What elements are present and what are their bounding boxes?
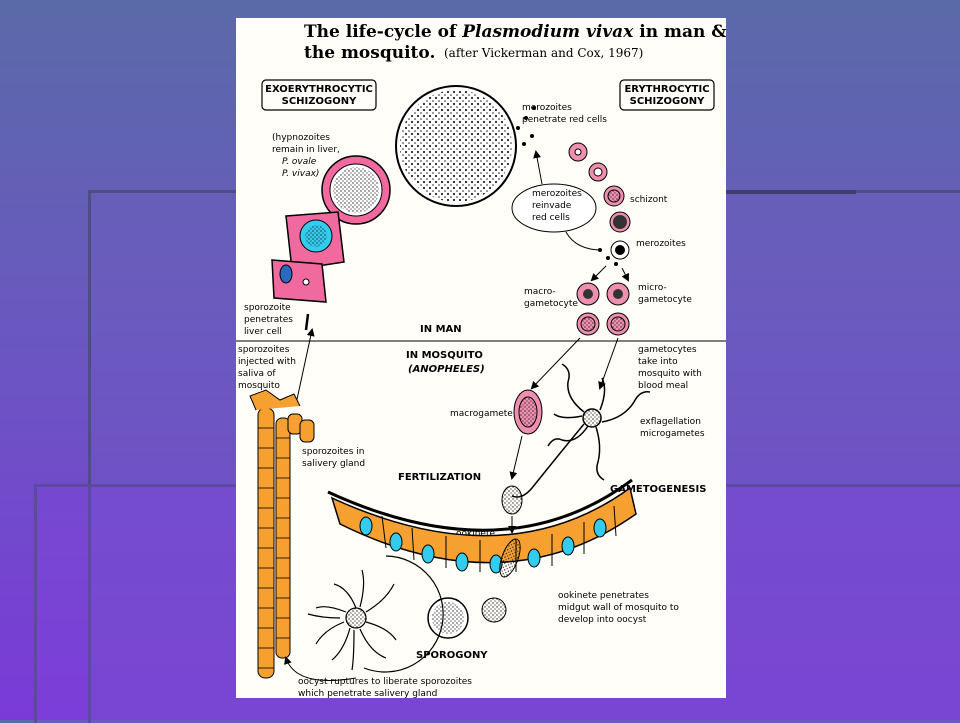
reinvade-bubble — [511, 183, 597, 233]
diagram-title: The life-cycle of Plasmodium vivax in ma… — [304, 22, 726, 42]
salivary-gland — [249, 389, 315, 679]
arrow-to-fertilization — [509, 435, 523, 480]
red-cell-series — [568, 142, 631, 266]
label-sporozoites-gland-2: salivery gland — [302, 459, 365, 469]
section-gametogenesis: GAMETOGENESIS — [610, 484, 706, 495]
label-gametocytes-taken-2: take into — [638, 357, 678, 367]
label-sporozoites-injected-4: mosquito — [238, 381, 280, 391]
section-fertilization: FERTILIZATION — [398, 472, 481, 483]
oocyst — [427, 597, 507, 639]
label-sporozoite-penetrates-1: sporozoite — [244, 303, 291, 313]
erythrocytic-box — [619, 79, 715, 111]
label-reinvade-1: merozoites — [532, 189, 582, 199]
ookinete-penetrating — [499, 538, 521, 578]
erythrocytic-title-2: SCHIZOGONY — [630, 96, 705, 107]
section-sporogony: SPOROGONY — [416, 650, 488, 661]
reinvade-connector — [565, 231, 603, 251]
label-merozoites: merozoites — [636, 239, 686, 249]
label-exflagellation-2: microgametes — [640, 429, 705, 439]
label-ookinete-penetrates-2: midgut wall of mosquito to — [558, 603, 679, 613]
diagram-attribution: (after Vickerman and Cox, 1967) — [444, 46, 643, 60]
macrogamete — [513, 389, 543, 435]
label-gametocytes-taken-1: gametocytes — [638, 345, 697, 355]
label-oocyst-ruptures-2: which penetrate salivery gland — [298, 689, 437, 698]
label-micro-1: micro- — [638, 283, 667, 293]
label-gametocytes-taken-4: blood meal — [638, 381, 688, 391]
arrow-to-macro — [590, 265, 607, 282]
label-hypnozoites-1: (hypnozoites — [272, 133, 330, 143]
midgut-wall — [327, 478, 637, 574]
label-gametocytes-taken-3: mosquito with — [638, 369, 702, 379]
label-hypnozoites-4: P. vivax) — [282, 169, 319, 179]
section-in-man: IN MAN — [420, 324, 462, 335]
liver-cell-sporozoite — [271, 259, 327, 303]
arrow-to-micro — [621, 267, 629, 282]
exoerythrocytic-title-1: EXOERYTHROCYTIC — [265, 84, 373, 95]
lifecycle-diagram: The life-cycle of Plasmodium vivax in ma… — [236, 18, 727, 699]
sporozoite-mark — [304, 313, 310, 331]
arrow-reinvade — [533, 150, 543, 185]
label-hypnozoites-2: remain in liver, — [272, 145, 340, 155]
label-sporozoites-injected-2: injected with — [238, 357, 296, 367]
erythrocytic-title-1: ERYTHROCYTIC — [624, 84, 709, 95]
exoerythrocytic-title-2: SCHIZOGONY — [282, 96, 357, 107]
label-macrogamete: macrogamete — [450, 409, 513, 419]
label-sporozoite-penetrates-3: liver cell — [244, 327, 282, 337]
ruptured-oocyst — [307, 555, 444, 673]
gametocytes — [576, 282, 630, 336]
label-reinvade-2: reinvade — [532, 201, 572, 211]
label-sporozoites-injected-1: sporozoites — [238, 345, 290, 355]
label-oocyst-ruptures-1: oocyst ruptures to liberate sporozoites — [298, 677, 472, 687]
label-hypnozoites-3: P. ovale — [282, 157, 317, 167]
label-sporozoites-gland-1: sporozoites in — [302, 447, 364, 457]
label-macro-1: macro- — [524, 287, 556, 297]
bg-divider-line — [726, 190, 856, 194]
label-reinvade-3: red cells — [532, 213, 570, 223]
label-ookinete-penetrates-3: develop into oocyst — [558, 615, 647, 625]
lifecycle-svg: The life-cycle of Plasmodium vivax in ma… — [236, 22, 727, 699]
exoerythrocytic-box — [261, 79, 377, 111]
arrow-injected — [295, 328, 315, 405]
label-micro-2: gametocyte — [638, 295, 692, 305]
label-schizont: schizont — [630, 195, 668, 205]
liver-cell-trophozoite — [285, 211, 345, 271]
label-exflagellation-1: exflagellation — [640, 417, 701, 427]
section-anopheles: (ANOPHELES) — [408, 364, 485, 375]
arrow-to-gland — [284, 656, 357, 681]
zygote — [501, 485, 523, 515]
label-ookinete: ookinete — [456, 529, 495, 539]
label-merozoites-penetrate-2: penetrate red cells — [522, 115, 607, 125]
salivary-gland-segments — [258, 427, 290, 669]
label-merozoites-penetrate-1: merozoites — [522, 103, 572, 113]
ruptured-schizont — [395, 85, 536, 207]
arrow-to-macrogamete — [530, 337, 581, 390]
diagram-title-line2: the mosquito. — [304, 43, 435, 63]
label-sporozoites-injected-3: saliva of — [238, 369, 276, 379]
label-macro-2: gametocyte — [524, 299, 578, 309]
label-sporozoite-penetrates-2: penetrates — [244, 315, 293, 325]
section-in-mosquito: IN MOSQUITO — [406, 350, 483, 361]
liver-schizont — [321, 155, 391, 225]
label-ookinete-penetrates-1: ookinete penetrates — [558, 591, 649, 601]
